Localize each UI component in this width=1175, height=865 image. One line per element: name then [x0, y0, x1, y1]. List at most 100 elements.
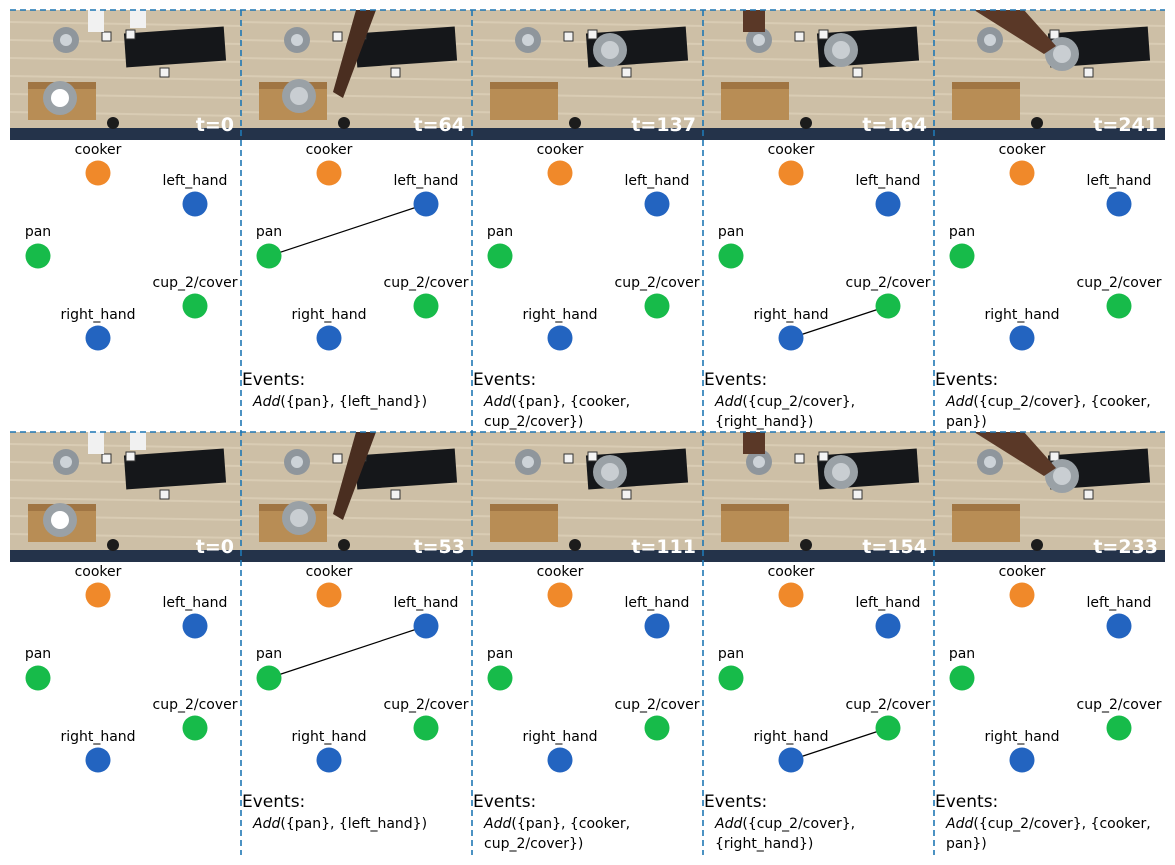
arm-photo — [333, 10, 376, 98]
table-edge — [241, 128, 472, 140]
node-cup-2-cover — [644, 293, 670, 319]
events-line: Add({pan}, {cooker, — [483, 394, 630, 410]
node-label: cooker — [537, 564, 584, 580]
node-left-hand — [413, 191, 439, 217]
marker-tag — [852, 489, 863, 500]
table-grain — [9, 443, 242, 449]
node-label: cooker — [75, 564, 122, 580]
node-pan — [487, 243, 513, 269]
node-label: pan — [718, 224, 744, 240]
panel: t=53cookerleft_handpancup_2/coverright_h… — [240, 432, 473, 832]
node-cooker — [547, 160, 573, 186]
table-grain — [702, 497, 935, 503]
table-grain — [240, 497, 473, 503]
node-label: right_hand — [984, 729, 1059, 745]
node-label: pan — [256, 224, 282, 240]
frame-time-label: t=154 — [862, 536, 927, 558]
node-pan — [256, 665, 282, 691]
table-grain — [9, 21, 242, 27]
bowl-highlight — [984, 456, 996, 468]
node-cup-2-cover — [875, 715, 901, 741]
marker-tag — [332, 31, 343, 42]
gadget-photo — [800, 117, 812, 129]
node-label: pan — [25, 224, 51, 240]
gadget-photo — [338, 117, 350, 129]
node-label: right_hand — [984, 307, 1059, 323]
frame-time-label: t=0 — [196, 114, 234, 136]
node-left-hand — [875, 613, 901, 639]
graph-edge — [790, 727, 889, 761]
node-label: left_hand — [625, 173, 690, 189]
events-line: Add({cup_2/cover}, — [714, 394, 855, 410]
node-label: cooker — [768, 142, 815, 158]
panel: t=154cookerleft_handpancup_2/coverright_… — [702, 432, 935, 852]
dark-mat — [123, 26, 227, 68]
events-line: {right_hand}) — [715, 414, 813, 430]
node-label: right_hand — [753, 729, 828, 745]
events-line: pan}) — [946, 836, 987, 852]
pan-highlight — [290, 87, 308, 105]
frame-time-label: t=137 — [631, 114, 696, 136]
node-pan — [25, 243, 51, 269]
events-line: pan}) — [946, 414, 987, 430]
arm-photo — [88, 10, 104, 32]
marker-tag — [1083, 489, 1094, 500]
events-title: Events: — [242, 792, 305, 812]
gadget-photo — [569, 117, 581, 129]
node-cooker — [85, 582, 111, 608]
node-label: right_hand — [291, 307, 366, 323]
pan-highlight — [1053, 45, 1071, 63]
events-args: cup_2/cover}) — [484, 414, 583, 430]
node-label: cup_2/cover — [153, 275, 238, 291]
table-grain — [933, 443, 1166, 449]
events-line: {right_hand}) — [715, 836, 813, 852]
node-pan — [487, 665, 513, 691]
node-label: cup_2/cover — [384, 275, 469, 291]
node-cooker — [1009, 582, 1035, 608]
events-fn: Add — [252, 816, 280, 832]
node-left-hand — [413, 613, 439, 639]
table-grain — [9, 75, 242, 81]
table-grain — [933, 21, 1166, 27]
table-grain — [471, 21, 704, 27]
dark-mat — [354, 448, 458, 490]
box-lid-edge — [490, 82, 558, 89]
marker-tag — [159, 489, 170, 500]
events-fn: Add — [714, 816, 742, 832]
box-lid-edge — [721, 504, 789, 511]
pan-highlight — [290, 509, 308, 527]
node-label: pan — [25, 646, 51, 662]
node-left-hand — [875, 191, 901, 217]
node-label: cup_2/cover — [846, 697, 931, 713]
marker-tag — [390, 67, 401, 78]
node-left-hand — [1106, 191, 1132, 217]
panel: t=233cookerleft_handpancup_2/coverright_… — [933, 432, 1166, 852]
node-cup-2-cover — [644, 715, 670, 741]
node-label: cooker — [306, 564, 353, 580]
panel: t=241cookerleft_handpancup_2/coverright_… — [933, 10, 1166, 430]
marker-tag — [332, 453, 343, 464]
marker-tag — [818, 29, 829, 40]
table-grain — [702, 21, 935, 27]
node-label: pan — [949, 646, 975, 662]
events-args: ({cup_2/cover}, — [742, 394, 855, 410]
events-fn: Add — [483, 816, 511, 832]
node-right-hand — [316, 747, 342, 773]
node-right-hand — [778, 747, 804, 773]
arm-photo — [130, 10, 146, 28]
node-left-hand — [182, 191, 208, 217]
marker-tag — [621, 67, 632, 78]
gadget-photo — [800, 539, 812, 551]
table-edge — [472, 550, 703, 562]
events-title: Events: — [704, 792, 767, 812]
node-label: right_hand — [753, 307, 828, 323]
marker-tag — [1083, 67, 1094, 78]
table-grain — [702, 443, 935, 449]
node-label: right_hand — [291, 729, 366, 745]
node-label: cup_2/cover — [846, 275, 931, 291]
node-right-hand — [85, 747, 111, 773]
node-right-hand — [547, 747, 573, 773]
arm-photo — [130, 432, 146, 450]
marker-tag — [101, 31, 112, 42]
